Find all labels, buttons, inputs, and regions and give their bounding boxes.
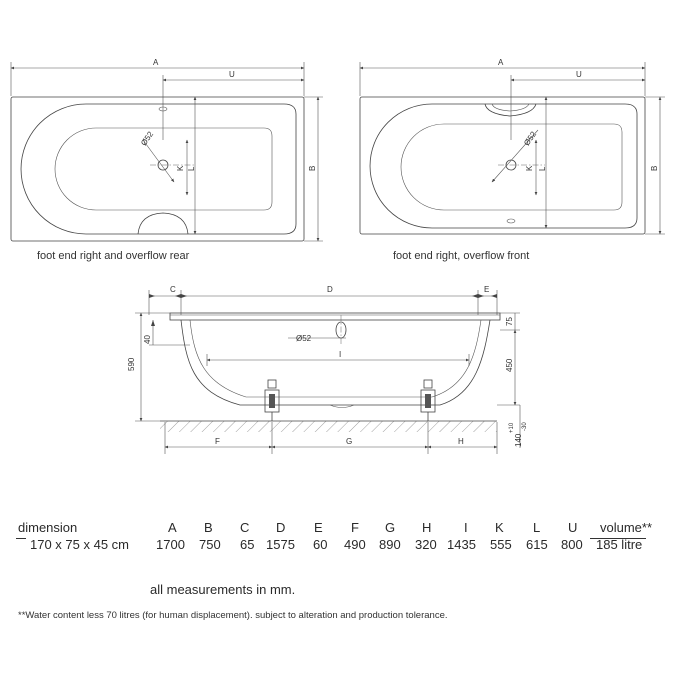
- dim-label-d: D: [327, 285, 333, 294]
- technical-drawing: A U Ø52 K L B foot end right and overflo…: [10, 58, 665, 454]
- tub-floor-2: [400, 123, 623, 211]
- floor-hatching: [160, 421, 497, 432]
- dim-label-i: I: [339, 350, 341, 359]
- measurement-note: all measurements in mm.: [150, 582, 296, 597]
- dim-label-c: C: [170, 285, 176, 294]
- dim-label-l-2: L: [538, 166, 547, 171]
- plan-view-overflow-front: A U Ø52 K L B: [359, 58, 665, 235]
- dim-label-f: F: [215, 437, 220, 446]
- dimension-table: dimension 170 x 75 x 45 cm A 1700 B 750 …: [16, 518, 668, 558]
- dim-label-k-2: K: [525, 165, 534, 171]
- col-val-i: 1435: [447, 537, 476, 552]
- plan-view-overflow-rear: A U Ø52 K L B: [10, 58, 323, 242]
- tub-outer-rim: [10, 96, 305, 242]
- col-val-a: 1700: [156, 537, 185, 552]
- footnote: **Water content less 70 litres (for huma…: [18, 610, 448, 621]
- dim-75: 75: [505, 317, 514, 326]
- tub-body-profile: [180, 319, 491, 406]
- dim-label-l: L: [187, 166, 196, 171]
- rear-notch: [484, 103, 537, 117]
- waste-diameter-label: Ø52: [139, 129, 155, 147]
- col-val-g: 890: [379, 537, 401, 552]
- caption-overflow-front: foot end right, overflow front: [393, 250, 529, 262]
- dim-label-g: G: [346, 437, 352, 446]
- col-val-d: 1575: [266, 537, 295, 552]
- col-key-f: F: [351, 520, 359, 535]
- dim-tolerance-minus: -30: [522, 422, 528, 431]
- tub-inner-basin: [20, 103, 297, 235]
- col-val-e: 60: [313, 537, 328, 552]
- dim-40: 40: [143, 335, 152, 344]
- volume-value: 185 litre: [596, 537, 643, 552]
- col-key-u: U: [568, 520, 578, 535]
- col-val-l: 615: [526, 537, 548, 552]
- col-key-g: G: [385, 520, 396, 535]
- volume-rule: [590, 538, 646, 539]
- tub-inner-basin-2: [369, 103, 638, 229]
- col-key-d: D: [276, 520, 286, 535]
- overflow-front: [506, 218, 516, 224]
- volume-label: volume**: [600, 520, 653, 535]
- dim-tolerance-plus: +10: [509, 422, 515, 433]
- tub-rim: [169, 312, 501, 321]
- dim-label-u: U: [229, 70, 235, 79]
- dim-label-k: K: [176, 165, 185, 171]
- col-key-i: I: [464, 520, 468, 535]
- col-key-a: A: [168, 520, 177, 535]
- dimension-rule: [16, 538, 26, 539]
- col-key-l: L: [533, 520, 541, 535]
- dim-label-h: H: [458, 437, 464, 446]
- dim-label-u-2: U: [576, 70, 582, 79]
- dim-label-e: E: [484, 285, 489, 294]
- support-foot-left: [264, 379, 280, 421]
- col-val-k: 555: [490, 537, 512, 552]
- col-key-b: B: [204, 520, 213, 535]
- col-val-b: 750: [199, 537, 221, 552]
- drain-notch: [137, 212, 189, 235]
- tub-floor: [54, 127, 273, 211]
- col-val-h: 320: [415, 537, 437, 552]
- col-val-f: 490: [344, 537, 366, 552]
- dim-label-a-2: A: [498, 58, 504, 67]
- col-key-k: K: [495, 520, 504, 535]
- tub-size: 170 x 75 x 45 cm: [30, 537, 129, 552]
- tub-outer-rim-2: [359, 96, 646, 235]
- support-foot-right: [420, 379, 436, 421]
- dimension-label: dimension: [18, 520, 78, 535]
- dim-450: 450: [505, 358, 514, 372]
- dim-590: 590: [127, 357, 136, 371]
- dim-tolerance-value: 140: [514, 433, 523, 447]
- caption-overflow-rear: foot end right and overflow rear: [37, 250, 190, 262]
- col-key-h: H: [422, 520, 432, 535]
- col-val-c: 65: [240, 537, 255, 552]
- waste-diameter-label-side: Ø52: [296, 334, 312, 343]
- dim-label-b: B: [308, 166, 317, 171]
- col-key-c: C: [240, 520, 250, 535]
- dim-label-a: A: [153, 58, 159, 67]
- overflow-rear: [158, 106, 168, 112]
- col-val-u: 800: [561, 537, 583, 552]
- col-key-e: E: [314, 520, 323, 535]
- dim-label-b-2: B: [650, 166, 659, 171]
- side-elevation-view: C D E Ø52 I: [127, 285, 528, 454]
- waste-outlet-bottom: [329, 404, 355, 408]
